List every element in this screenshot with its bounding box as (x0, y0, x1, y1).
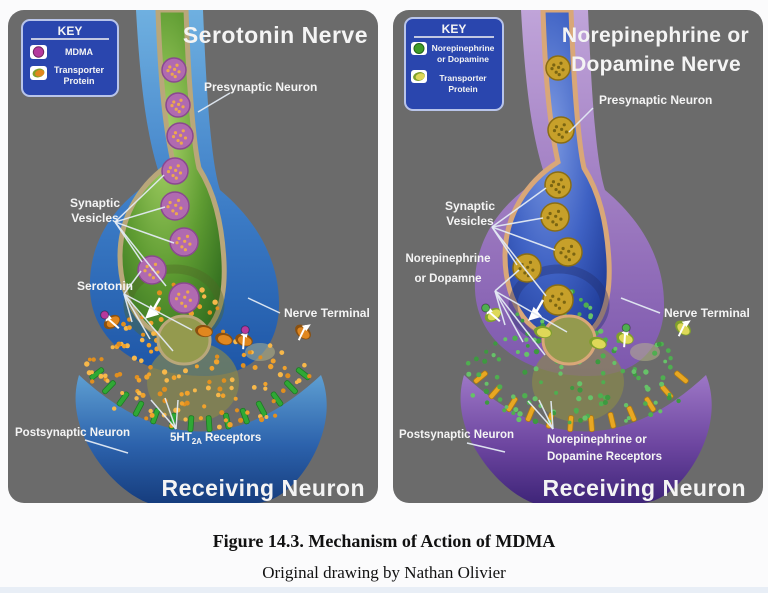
serotonin-label: Serotonin (77, 279, 133, 293)
norepinephrine-icon (413, 43, 425, 54)
nerve-terminal-label: Nerve Terminal (664, 306, 750, 320)
norepinephrine-dopamine-diagram: Norepinephrine or Dopamine Nerve Presyna… (399, 10, 750, 503)
panel-title-line2: Dopamine Nerve (571, 53, 741, 76)
key-heading: KEY (442, 22, 467, 36)
panel-title: Serotonin Nerve (183, 22, 368, 48)
presynaptic-neuron-label: Presynaptic Neuron (599, 93, 712, 107)
key-transporter-label-2: Protein (63, 76, 94, 86)
synaptic-vesicles-group (512, 55, 583, 316)
synaptic-vesicles-label-2: Vesicles (71, 211, 119, 225)
synaptic-vesicles-label-1: Synaptic (70, 196, 120, 210)
key-ne-label-1: Norepinephrine (432, 43, 495, 53)
norepinephrine-label-2: or Dopamne (414, 273, 481, 285)
key-transporter-label-1: Transporter (54, 65, 105, 75)
mdma-icon (32, 46, 45, 58)
page-bottom-strip (0, 587, 768, 593)
postsynaptic-neuron-label: Postsynaptic Neuron (15, 427, 130, 439)
leader-lines (466, 107, 661, 453)
receptors-label-rest: Receptors (205, 432, 261, 444)
postsynaptic-neuron-shape (75, 375, 327, 503)
cleft-blob-small (245, 343, 275, 361)
synaptic-vesicles-group (137, 57, 200, 314)
key-box: KEY Norepinephrine or Dopamine Transport… (404, 17, 504, 111)
key-mdma-label: MDMA (65, 47, 93, 57)
receiving-neuron-label: Receiving Neuron (161, 475, 365, 501)
panel-title-line1: Norepinephrine or (562, 24, 749, 47)
receptors-label-1: Norepinephrine or (547, 434, 647, 446)
release-mound (156, 314, 212, 366)
key-ne-label-2: or Dopamine (437, 54, 489, 64)
figure-caption-title: Figure 14.3. Mechanism of Action of MDMA (212, 531, 556, 551)
postsynaptic-neuron-shape (460, 375, 712, 503)
figure-caption-credit: Original drawing by Nathan Olivier (262, 563, 506, 582)
cleft-blob-small (630, 343, 660, 361)
receptors-label-base: 5HT (170, 432, 192, 444)
nerve-terminal-label: Nerve Terminal (284, 306, 370, 320)
transporter-proteins-group (100, 310, 311, 350)
receiving-neuron-label: Receiving Neuron (542, 475, 746, 501)
serotonin-nerve-diagram: Serotonin Nerve Presynaptic Neuron Synap… (15, 10, 370, 503)
receptors-label-sub: 2A (192, 437, 202, 446)
presynaptic-neuron-label: Presynaptic Neuron (204, 80, 317, 94)
norepinephrine-dopamine-nerve-panel: Norepinephrine or Dopamine Nerve Presyna… (393, 10, 763, 503)
key-heading: KEY (58, 24, 83, 38)
key-box: KEY MDMA Transporter Protein (21, 19, 119, 97)
synaptic-vesicles-label-1: Synaptic (445, 199, 495, 213)
key-transporter-label-1: Transporter (439, 73, 487, 83)
transporter-protein-icon (413, 72, 425, 81)
leader-lines (84, 92, 281, 454)
transporter-protein-icon (32, 68, 45, 78)
transporter-proteins-group (481, 303, 691, 350)
postsynaptic-neuron-label: Postsynaptic Neuron (399, 429, 514, 441)
receptors-label-2: Dopamine Receptors (547, 451, 662, 463)
serotonin-nerve-panel: Serotonin Nerve Presynaptic Neuron Synap… (8, 10, 378, 503)
key-transporter-label-2: Protein (448, 84, 477, 94)
synaptic-vesicles-label-2: Vesicles (446, 214, 494, 228)
norepinephrine-label-1: Norepinephrine (406, 253, 491, 265)
